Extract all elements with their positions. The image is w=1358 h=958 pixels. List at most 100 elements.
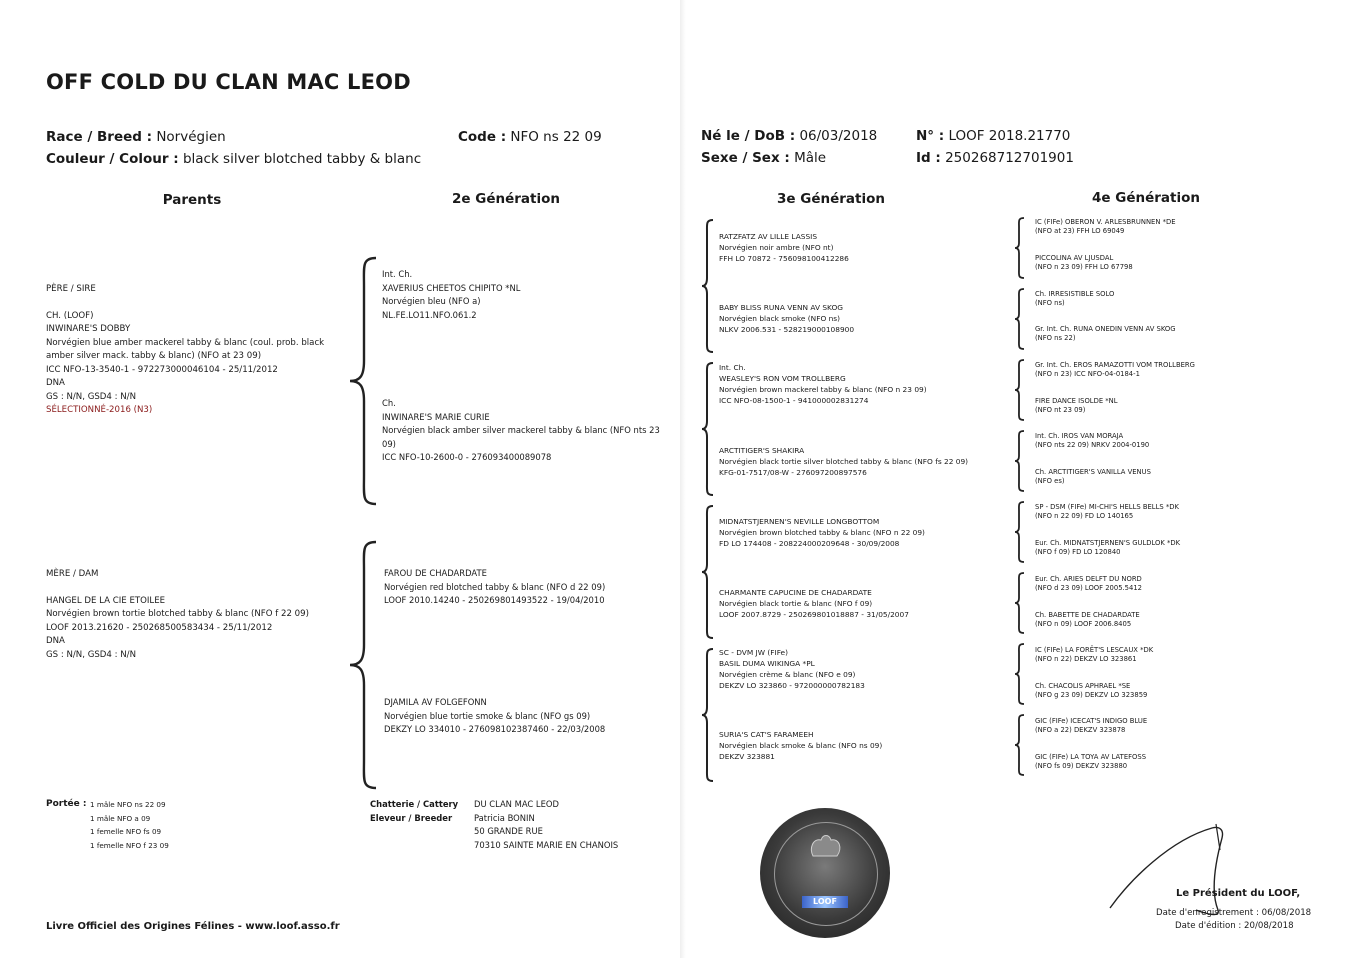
sex-row: Sexe / Sex : Mâle <box>701 150 826 166</box>
gen4-entry: Eur. Ch. MIDNATSTJERNEN'S GULDLOK *DK(NF… <box>1035 539 1315 557</box>
hologram-strip <box>802 896 848 908</box>
color-row: Couleur / Colour : black silver blotched… <box>46 151 421 167</box>
cattery-labels: Chatterie / Cattery Eleveur / Breeder <box>370 798 458 825</box>
gen4-line: Ch. CHACOLIS APHRAEL *SE <box>1035 682 1131 690</box>
cattery-label: Chatterie / Cattery <box>370 799 459 809</box>
gen3-line: RATZFATZ AV LILLE LASSIS <box>719 232 818 241</box>
gen4-entry: SP - DSM (FIFe) MI-CHI'S HELLS BELLS *DK… <box>1035 503 1315 521</box>
number-label: N° : <box>916 128 945 144</box>
gen2-line: Int. Ch. <box>382 269 413 279</box>
page-fold <box>680 0 686 958</box>
gen3-entry: RATZFATZ AV LILLE LASSIS Norvégien noir … <box>719 231 989 264</box>
gen4-line: (NFO ns 22) <box>1035 334 1076 342</box>
sex-value: Mâle <box>794 150 827 166</box>
gen4-braces <box>1014 217 1025 776</box>
gen3-entry: CHARMANTE CAPUCINE DE CHADARDATE Norvégi… <box>719 587 989 620</box>
litter-label: Portée : <box>46 799 87 809</box>
gen3-line: Norvégien black smoke (NFO ns) <box>719 314 841 323</box>
gen4-line: Gr. Int. Ch. EROS RAMAZOTTI VOM TROLLBER… <box>1035 361 1195 369</box>
dob-row: Né le / DoB : 06/03/2018 <box>701 128 877 144</box>
number-row: N° : LOOF 2018.21770 <box>916 128 1070 144</box>
dam-line: Norvégien brown tortie blotched tabby & … <box>46 609 309 619</box>
gen4-line: (NFO at 23) FFH LO 69049 <box>1035 227 1125 235</box>
gen3-line: DEKZV LO 323860 - 972000000782183 <box>719 681 865 690</box>
dam-block: MÈRE / DAM HANGEL DE LA CIE ETOILEE Norv… <box>46 568 346 662</box>
gen4-line: (NFO n 23) ICC NFO-04-0184-1 <box>1035 370 1140 378</box>
gen3-entry: SC - DVM JW (FIFe) BASIL DUMA WIKINGA *P… <box>719 647 989 691</box>
dam-line: HANGEL DE LA CIE ETOILEE <box>46 595 166 606</box>
gen3-line: Norvégien brown mackerel tabby & blanc (… <box>719 385 927 394</box>
gen4-entry: FIRE DANCE ISOLDE *NL(NFO nt 23 09) <box>1035 397 1315 415</box>
color-value: black silver blotched tabby & blanc <box>182 151 422 167</box>
gen3-line: BABY BLISS RUNA VENN AV SKOG <box>719 303 844 312</box>
gen4-line: PICCOLINA AV LJUSDAL <box>1035 254 1114 262</box>
gen4-entry: IC (FIFe) LA FORÊT'S LESCAUX *DK(NFO n 2… <box>1035 646 1315 664</box>
cattery-line: 70310 SAINTE MARIE EN CHANOIS <box>474 839 619 850</box>
sire-brace <box>349 256 377 506</box>
sire-block: PÈRE / SIRE CH. (LOOF) INWINARE'S DOBBY … <box>46 283 346 418</box>
gen3-line: MIDNATSTJERNEN'S NEVILLE LONGBOTTOM <box>719 517 880 526</box>
gen3-line: SURIA'S CAT'S FARAMEEH <box>719 730 814 739</box>
breed-label: Race / Breed : <box>46 129 153 145</box>
dam-line: LOOF 2013.21620 - 250268500583434 - 25/1… <box>46 622 273 633</box>
gen3-line: KFG-01-7517/08-W - 276097200897576 <box>719 468 867 477</box>
gen3-line: FD LO 174408 - 208224000209648 - 30/09/2… <box>719 539 900 548</box>
edition-date: Date d'édition : 20/08/2018 <box>1175 921 1294 931</box>
gen2-line: Ch. <box>382 398 396 408</box>
gen4-line: Gr. Int. Ch. RUNA ONEDIN VENN AV SKOG <box>1035 325 1176 333</box>
gen4-entry: Ch. CHACOLIS APHRAEL *SE(NFO g 23 09) DE… <box>1035 682 1315 700</box>
gen2-line: Norvégien bleu (NFO a) <box>382 296 481 306</box>
gen3-line: ARCTITIGER'S SHAKIRA <box>719 446 805 455</box>
gen3-line: Int. Ch. <box>719 363 746 372</box>
gen4-line: (NFO n 23 09) FFH LO 67798 <box>1035 263 1133 271</box>
sire-line: GS : N/N, GSD4 : N/N <box>46 391 136 402</box>
gen4-line: IC (FIFe) LA FORÊT'S LESCAUX *DK <box>1035 646 1154 654</box>
id-row: Id : 250268712701901 <box>916 150 1074 166</box>
sire-line: CH. (LOOF) <box>46 310 94 321</box>
gen4-line: Int. Ch. IROS VAN MORAJA <box>1035 432 1124 440</box>
gen4-line: (NFO d 23 09) LOOF 2005.5412 <box>1035 584 1142 592</box>
gen2-line: FAROU DE CHADARDATE <box>384 568 487 578</box>
litter-item: 1 femelle NFO fs 09 <box>90 827 162 836</box>
gen3-line: ICC NFO-08-1500-1 - 941000002831274 <box>719 396 869 405</box>
gen3-line: Norvégien noir ambre (NFO nt) <box>719 243 834 252</box>
president-label: Le Président du LOOF, <box>1176 888 1301 899</box>
gen3-line: SC - DVM JW (FIFe) <box>719 648 788 657</box>
gen2-line: Norvégien red blotched tabby & blanc (NF… <box>384 581 606 592</box>
gen3-entry: Int. Ch. WEASLEY'S RON VOM TROLLBERG Nor… <box>719 362 989 406</box>
gen4-line: Eur. Ch. ARIES DELFT DU NORD <box>1035 575 1142 583</box>
gen4-entry: Eur. Ch. ARIES DELFT DU NORD(NFO d 23 09… <box>1035 575 1315 593</box>
cat-emblem-icon <box>810 835 841 857</box>
gen2-entry: DJAMILA AV FOLGEFONN Norvégien blue tort… <box>384 696 674 737</box>
gen4-entry: Gr. Int. Ch. EROS RAMAZOTTI VOM TROLLBER… <box>1035 361 1315 379</box>
dam-line: DNA <box>46 636 65 646</box>
sire-line: ICC NFO-13-3540-1 - 972273000046104 - 25… <box>46 364 278 375</box>
code-row: Code : NFO ns 22 09 <box>458 129 602 145</box>
cattery-line: 50 GRANDE RUE <box>474 826 543 836</box>
cat-name-title: OFF COLD DU CLAN MAC LEOD <box>46 70 411 94</box>
gen4-line: FIRE DANCE ISOLDE *NL <box>1035 397 1118 405</box>
gen4-line: (NFO n 22) DEKZV LO 323861 <box>1035 655 1137 663</box>
dam-label: MÈRE / DAM <box>46 569 99 579</box>
code-value: NFO ns 22 09 <box>510 129 602 145</box>
gen3-entry: MIDNATSTJERNEN'S NEVILLE LONGBOTTOM Norv… <box>719 516 989 549</box>
gen3-entry: BABY BLISS RUNA VENN AV SKOG Norvégien b… <box>719 302 989 335</box>
litter-item: 1 femelle NFO f 23 09 <box>90 840 169 850</box>
gen4-line: GIC (FIFe) LA TOYA AV LATEFOSS <box>1035 753 1147 761</box>
gen4-line: (NFO fs 09) DEKZV 323880 <box>1035 762 1128 770</box>
dob-value: 06/03/2018 <box>799 128 878 144</box>
col-parents-heading: Parents <box>162 192 222 208</box>
gen2-entry: Ch. INWINARE'S MARIE CURIE Norvégien bla… <box>382 397 672 465</box>
gen4-line: (NFO nts 22 09) NRKV 2004-0190 <box>1035 441 1150 449</box>
publisher-footer: Livre Officiel des Origines Félines - ww… <box>46 921 340 932</box>
gen4-line: Ch. IRRESISTIBLE SOLO <box>1035 290 1115 298</box>
number-value: LOOF 2018.21770 <box>948 128 1071 144</box>
gen4-line: (NFO nt 23 09) <box>1035 406 1086 414</box>
dob-label: Né le / DoB : <box>701 128 796 144</box>
president-signature <box>1109 823 1224 916</box>
col-gen3-heading: 3e Génération <box>777 191 885 207</box>
gen3-line: NLKV 2006.531 - 528219000108900 <box>719 325 855 334</box>
litter-item: 1 mâle NFO ns 22 09 <box>90 800 166 809</box>
gen4-line: SP - DSM (FIFe) MI-CHI'S HELLS BELLS *DK <box>1035 503 1179 511</box>
gen4-line: GIC (FIFe) ICECAT'S INDIGO BLUE <box>1035 717 1148 725</box>
